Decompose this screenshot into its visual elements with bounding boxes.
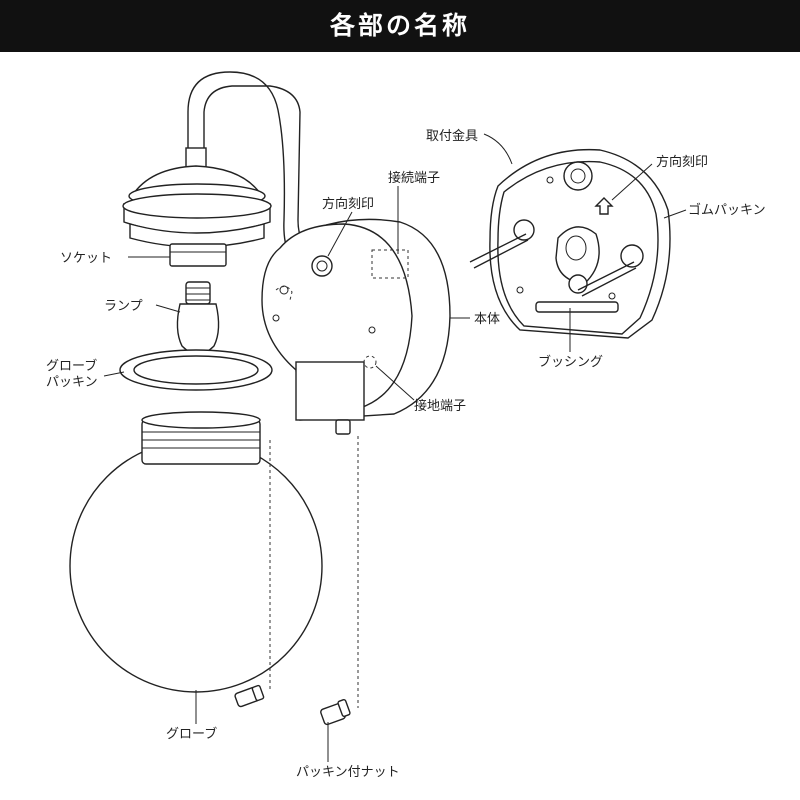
connection-terminal-box (371, 249, 409, 279)
lamp-body (261, 218, 451, 435)
label-bushing: ブッシング (538, 354, 603, 370)
ground-terminal-mark (363, 355, 377, 369)
leader-lines (103, 133, 687, 762)
label-globe-packing-2: パッキン (46, 375, 98, 390)
packing-nut-right (320, 698, 351, 726)
label-globe-packing-1: グローブ (46, 358, 97, 374)
label-socket: ソケット (60, 251, 112, 266)
label-rubber-packing: ゴムパッキン (688, 202, 766, 218)
packing-nut-left (234, 684, 265, 708)
lamp-holder (122, 147, 272, 248)
mounting-bracket (489, 148, 671, 339)
label-ground-terminal: 接地端子 (414, 398, 466, 414)
label-connection-terminal: 接続端子 (388, 170, 440, 186)
globe-packing-ring (119, 349, 273, 391)
label-direction-mark-bracket: 方向刻印 (656, 154, 708, 170)
label-lamp: ランプ (104, 299, 143, 314)
socket (169, 243, 227, 267)
label-direction-mark-body: 方向刻印 (322, 196, 374, 212)
label-globe: グローブ (166, 726, 217, 742)
label-packing-nut: パッキン付ナット (296, 765, 400, 780)
label-mounting-bracket: 取付金具 (426, 128, 478, 144)
globe (69, 411, 323, 693)
bracket-bolts (469, 233, 637, 297)
page-title: 各部の名称 (329, 11, 470, 40)
body-direction-mark (275, 286, 293, 301)
header-bar: 各部の名称 (0, 0, 800, 52)
lamp-bulb (176, 281, 220, 355)
label-body: 本体 (474, 312, 500, 327)
